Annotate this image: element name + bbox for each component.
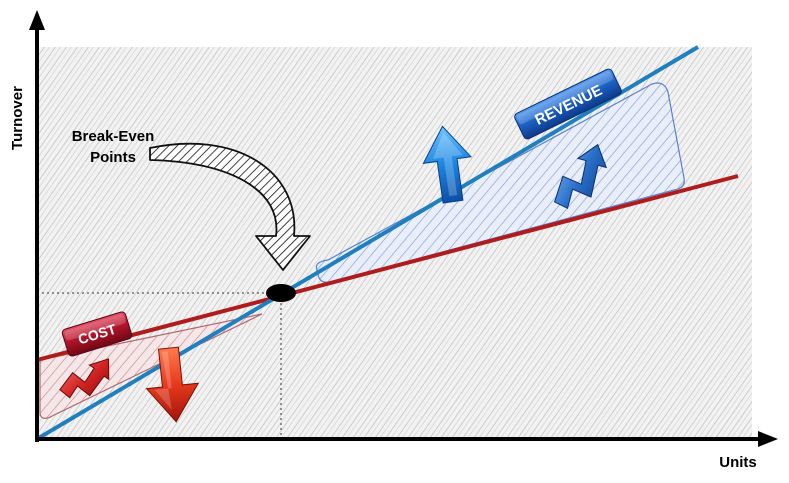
y-axis-label: Turnover	[9, 86, 26, 150]
zigzag-up-arrow-icon	[553, 143, 608, 210]
profit-region	[315, 82, 685, 283]
x-axis-arrowhead	[758, 431, 778, 447]
annotation-line-2: Points	[90, 149, 136, 166]
cost-line	[36, 174, 739, 362]
zigzag-arrow-icon	[59, 358, 110, 399]
revenue-line	[35, 45, 700, 441]
x-axis-label: Units	[719, 454, 757, 471]
cost-badge: COST	[61, 311, 133, 357]
y-axis-arrowhead	[29, 10, 45, 30]
annotation-line-1: Break-Even	[72, 128, 155, 145]
break-even-point	[266, 284, 296, 302]
down-arrow-icon	[145, 346, 200, 423]
up-arrow-icon	[422, 125, 472, 204]
curved-arrow-icon	[149, 142, 311, 271]
